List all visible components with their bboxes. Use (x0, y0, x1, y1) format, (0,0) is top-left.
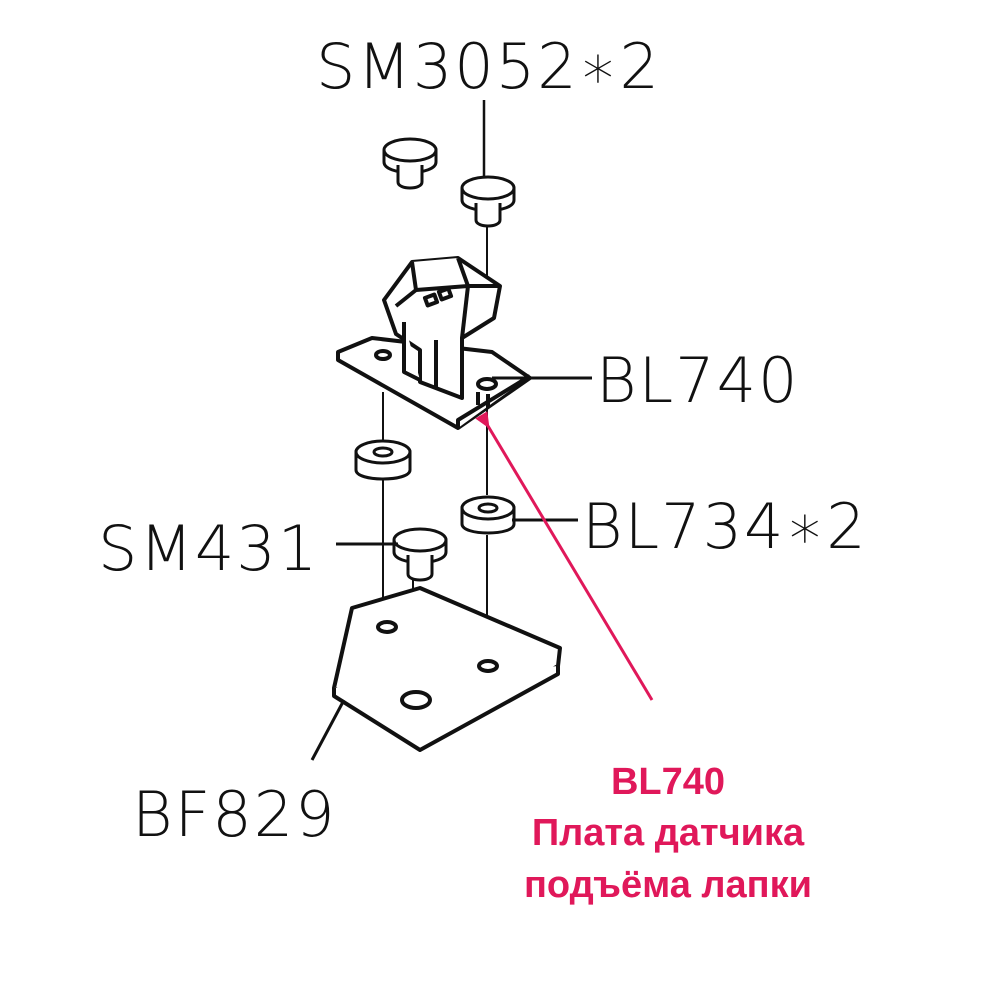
annotation-note: BL740 Плата датчика подъёма лапки (488, 757, 848, 911)
note-line-1: Плата датчика (531, 812, 805, 855)
screw-sm3052-left (382, 137, 438, 190)
label-bf829: BF829 (132, 778, 337, 851)
label-sm3052: SM3052∗2 (316, 30, 661, 103)
label-bl734: BL734∗2 (582, 490, 868, 563)
note-code: BL740 (610, 761, 726, 803)
sensor-board-bl740 (336, 256, 532, 430)
note-line-2: подъёма лапки (523, 863, 813, 906)
screw-sm3052-right (460, 175, 516, 228)
highlight-arrow (475, 411, 654, 701)
screw-sm431 (392, 527, 448, 582)
label-sm431: SM431 (98, 512, 319, 585)
spacer-bl734-left (354, 439, 412, 481)
label-bl740: BL740 (596, 344, 799, 417)
spacer-bl734-right (460, 495, 516, 535)
base-plate-bf829 (332, 586, 562, 752)
